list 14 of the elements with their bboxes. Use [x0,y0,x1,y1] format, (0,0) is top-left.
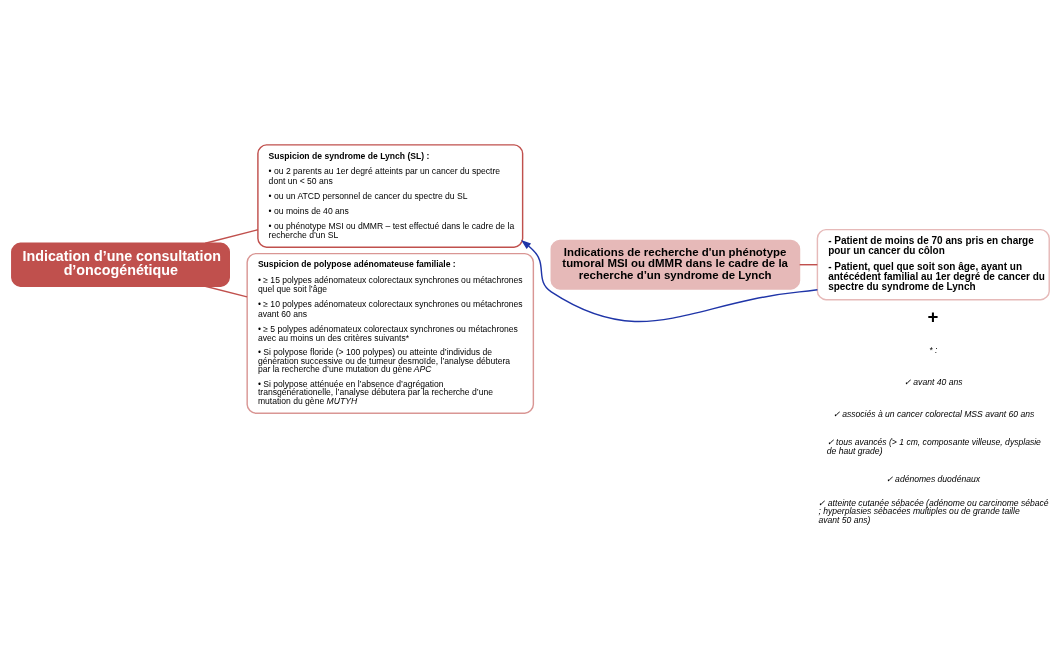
node-box: - Patient de moins de 70 ans pris en charge pour un cancer du côlon - Patient, quel que soit son âge, ayant un antécédent familial au 1er degré de cancer du spectre du syndrome de Lynch [816,228,1050,300]
label: ✓ atteinte cutanée sébacée (adénome ou carcinome sébacé ; hyperplasies sébacées multiples ou de grande taille avant 50 ans) [818,497,1049,525]
label: ✓ tous avancés (> 1 cm, composante villeuse, dysplasie de haut grade) [826,436,1041,456]
label: + [927,305,939,327]
label: * : [929,344,938,355]
label: ✓ avant 40 ans [903,376,963,387]
node-box: Indication d’une consultation d’oncogénétique [11,242,230,287]
node-box: Suspicion de syndrome de Lynch (SL) : • ou 2 parents au 1er degré atteints par un cancer du spectre dont un < 50 ans • ou un ATCD personnel de cancer du spectre du SL • ou moins de 40 ans • ou phénotype MSI ou dMMR – test effectué dans le cadre de la recherche d’un SL [257,143,524,248]
label: ✓ associés à un cancer colorectal MSS avant 60 ans [832,408,1035,419]
node-box: Indications de recherche d'un phénotype tumoral MSI ou dMMR dans le cadre de la recherche d’un syndrome de Lynch [550,239,801,290]
connector [204,228,259,244]
node-box: Suspicion de polypose adénomateuse familiale : • ≥ 15 polypes adénomateux colorectaux synchrones ou métachrones quel que soit l’âge • ≥ 10 polypes adénomateux colorectaux synchrones ou métachrones avant 60 ans • ≥ 5 polypes adénomateux colorectaux synchrones ou métachrones avec au moins un des critères suivants* • Si polypose floride (> 100 polypes) ou atteinte d’individus de génération successive ou de tumeur desmoïde, l’analyse débutera par la recherche d’une mutation du gène APC • Si polypose atténuée en l’absence d’agrégation transgénérationelle, l’analyse débutera par la recherche d’une mutation du gène MUTYH [246,252,535,414]
connector [204,285,248,298]
label: ✓ adénomes duodénaux [885,473,981,484]
